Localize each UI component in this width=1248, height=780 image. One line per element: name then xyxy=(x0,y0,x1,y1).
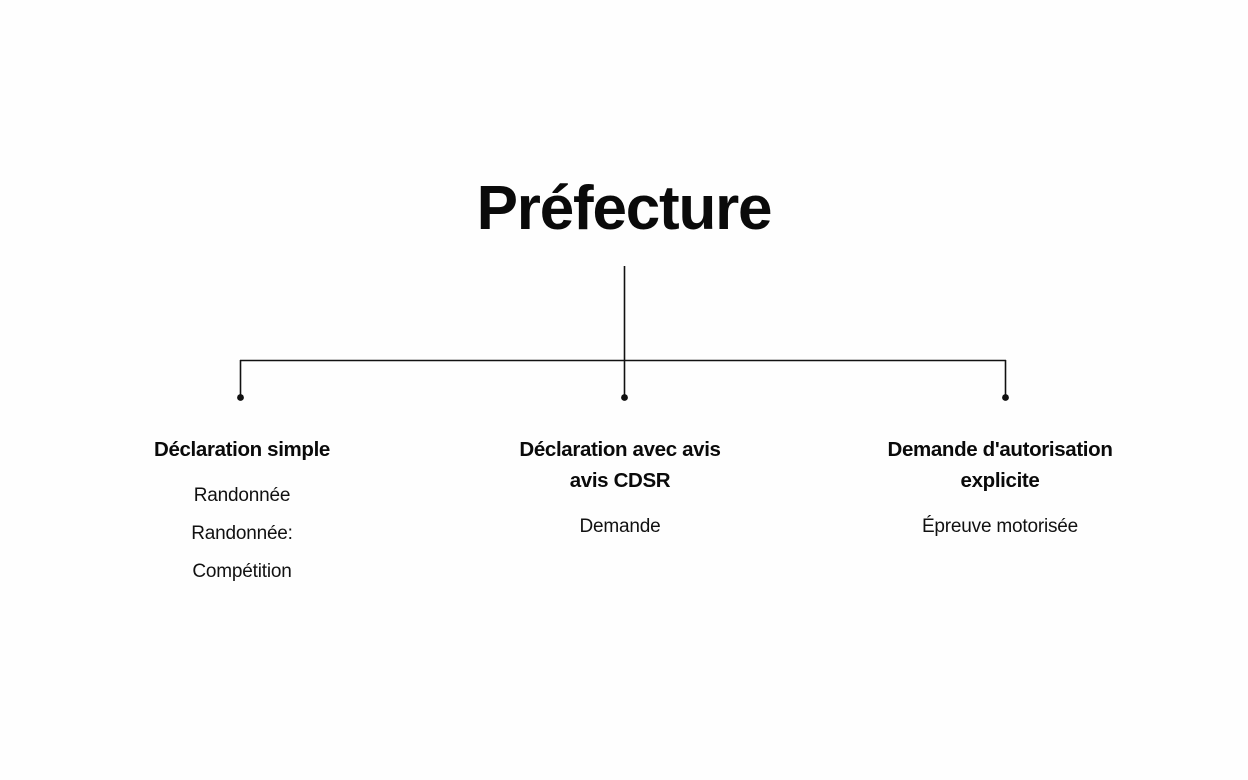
root-node-label: Préfecture xyxy=(476,174,773,243)
branch-item: Demande xyxy=(579,516,661,537)
branch-item-list: Randonnée Randonnée: Compétition xyxy=(122,477,362,591)
branch-declaration-avec-avis-cdsr: Déclaration avec avis avis CDSR Demande xyxy=(494,434,746,546)
branch-header: Demande d'autorisation explicite xyxy=(887,438,1113,492)
branch-declaration-simple: Déclaration simple Randonnée Randonnée: … xyxy=(122,434,362,591)
branch-header: Déclaration avec avis avis CDSR xyxy=(519,438,721,492)
branch-item-list: Épreuve motorisée xyxy=(862,508,1138,546)
branch-item: Randonnée xyxy=(193,485,291,506)
root-node: Préfecture xyxy=(0,178,1248,240)
branch-item: Épreuve motorisée xyxy=(921,516,1079,537)
branch-item-list: Demande xyxy=(494,508,746,546)
branch-header: Déclaration simple xyxy=(154,438,330,461)
branch-demande-autorisation-explicite: Demande d'autorisation explicite Épreuve… xyxy=(862,434,1138,546)
branch-item: Randonnée: xyxy=(191,523,293,544)
connector-dot-center xyxy=(621,394,628,401)
connector-dot-right xyxy=(1002,394,1009,401)
branch-columns: Déclaration simple Randonnée Randonnée: … xyxy=(0,434,1248,654)
connector-dot-left xyxy=(237,394,244,401)
branch-item: Compétition xyxy=(192,561,292,582)
